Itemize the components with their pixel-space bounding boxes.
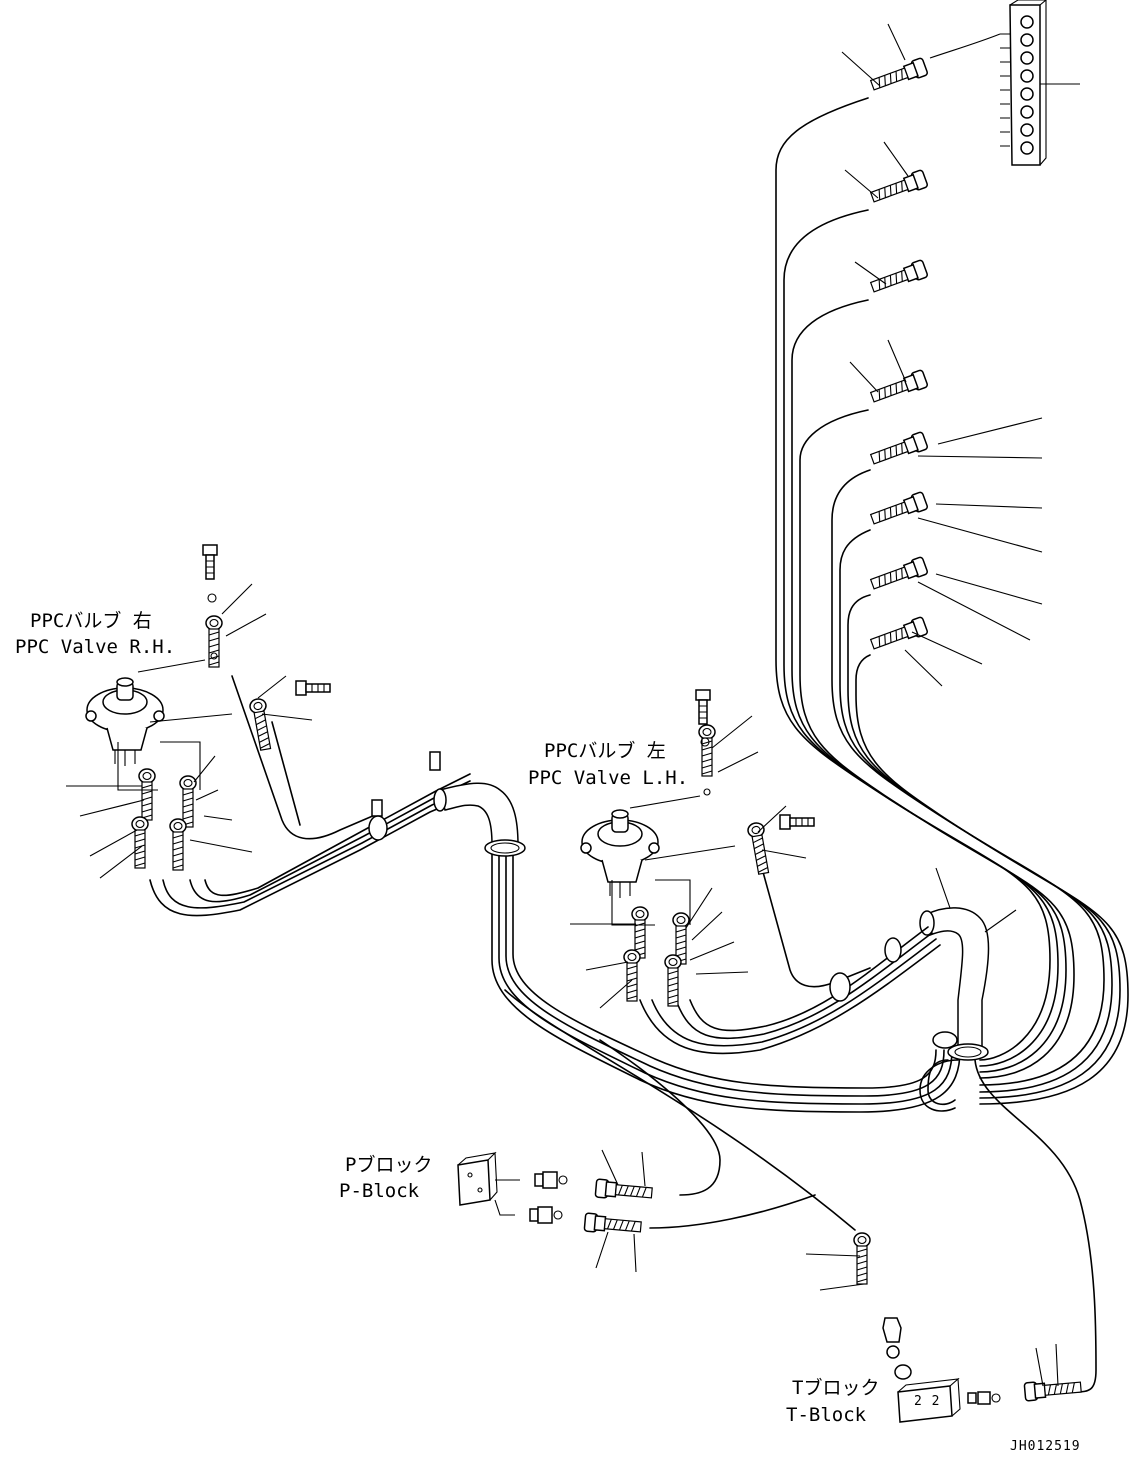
tube-bundle-vertical (775, 97, 1129, 1105)
fitting-group-right (868, 56, 929, 654)
p-block-label-jp: Pブロック (345, 1153, 432, 1176)
bolts (202, 544, 815, 830)
elbow-pipe-left (368, 751, 526, 857)
ppc-valve-rh-label-en: PPC Valve R.H. (15, 636, 175, 658)
hose-harness-lh (639, 831, 941, 1055)
ppc-valve-lh (580, 809, 660, 899)
drawing-code: JH012519 (1010, 1439, 1081, 1454)
elbow-pipe-right (919, 907, 990, 1061)
t-block (882, 1317, 1083, 1423)
hose-to-t-block (919, 1059, 1097, 1393)
p-block (457, 1151, 654, 1237)
manifold-block (929, 0, 1047, 166)
t-block-port-label: 2 2 (914, 1394, 940, 1409)
ppc-valve-lh-label-en: PPC Valve L.H. (528, 767, 688, 789)
t-block-label-jp: Tブロック (792, 1376, 879, 1399)
t-block-label-en: T-Block (786, 1404, 867, 1426)
leader-lines (66, 23, 1080, 1387)
assembly-lines (117, 659, 736, 926)
ppc-valve-rh-label-jp: PPCバルブ 右 (30, 609, 152, 632)
p-block-label-en: P-Block (339, 1180, 420, 1202)
ppc-valve-lh-label-jp: PPCバルブ 左 (544, 739, 666, 762)
hose-harness-rh (149, 675, 471, 917)
